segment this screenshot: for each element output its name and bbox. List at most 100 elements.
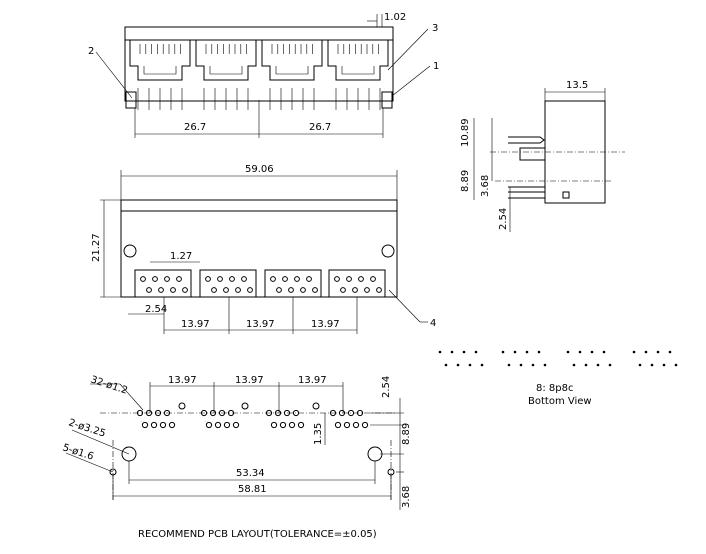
front-pin-upper xyxy=(217,276,223,282)
front-pin-blocks xyxy=(134,269,386,298)
top-body-outline xyxy=(124,26,394,102)
pcb-hole-pattern xyxy=(136,402,369,429)
front-pin-lower xyxy=(235,287,241,293)
bottom-dot-upper xyxy=(450,350,454,354)
dim-pin-pitch-label: 1.27 xyxy=(170,251,192,262)
front-left-boss xyxy=(123,244,137,258)
side-pins xyxy=(508,186,545,199)
front-pin-lower xyxy=(223,287,229,293)
front-pin-block xyxy=(264,269,322,298)
pcb-dim-bottom-offset-label: 3.68 xyxy=(401,486,412,508)
pcb-hole-note-3: 5-ø1.6 xyxy=(61,442,95,462)
front-pin-upper xyxy=(346,276,352,282)
front-view: 59.06 21.27 1.27 2.54 13.97 13.97 13.97 … xyxy=(91,164,436,334)
callout-4-leader xyxy=(388,289,421,323)
front-pin-upper xyxy=(205,276,211,282)
top-view: 1.02 26.7 26.7 2 3 1 xyxy=(88,12,439,138)
pcb-mount-hole-right xyxy=(367,446,383,462)
dim-pin-spacing-label: 2.54 xyxy=(498,208,509,230)
pcb-dim-port-2-label: 13.97 xyxy=(235,375,264,386)
dim-body-height-label: 8.89 xyxy=(460,170,471,192)
front-pin-upper xyxy=(152,276,158,282)
front-pin-lower xyxy=(352,287,358,293)
front-right-boss xyxy=(381,244,395,258)
pcb-led-hole xyxy=(312,402,320,410)
pcb-signal-hole xyxy=(159,421,167,429)
bottom-dot-upper xyxy=(474,350,478,354)
callout-1-label: 1 xyxy=(433,61,439,72)
front-pin-upper xyxy=(176,276,182,282)
front-pin-upper xyxy=(370,276,376,282)
note-leader xyxy=(119,383,144,411)
note-leader xyxy=(65,452,114,473)
front-pin-lower xyxy=(340,287,346,293)
bottom-dot-lower xyxy=(638,363,642,367)
bottom-dot-lower xyxy=(480,363,484,367)
pcb-signal-hole xyxy=(361,421,369,429)
front-body-outline xyxy=(120,199,398,298)
top-port-latch xyxy=(143,66,177,75)
front-pin-block xyxy=(199,269,257,298)
bottom-dot-lower xyxy=(456,363,460,367)
bottom-dot-upper xyxy=(602,350,606,354)
bottom-dot-lower xyxy=(572,363,576,367)
bottom-dot-upper xyxy=(462,350,466,354)
dim-depth-label: 13.5 xyxy=(566,80,588,91)
front-pin-lower xyxy=(247,287,253,293)
bottom-dot-lower xyxy=(596,363,600,367)
front-pin-upper xyxy=(282,276,288,282)
front-pin-upper xyxy=(241,276,247,282)
pcb-dim-row-offset-label: 1.35 xyxy=(313,423,324,445)
pcb-signal-hole xyxy=(223,421,231,429)
front-pin-lower xyxy=(364,287,370,293)
pcb-hole-note-1: 32-ø1.2 xyxy=(89,374,129,396)
bottom-dot-upper xyxy=(668,350,672,354)
bottom-view: 8: 8p8c Bottom View xyxy=(438,350,678,407)
pcb-led-hole xyxy=(178,402,186,410)
pcb-layout-caption: RECOMMEND PCB LAYOUT(TOLERANCE=±0.05) xyxy=(138,529,377,540)
pcb-signal-hole xyxy=(141,421,149,429)
dim-port-3-label: 13.97 xyxy=(311,319,340,330)
bottom-dot-upper xyxy=(525,350,529,354)
front-pin-upper xyxy=(229,276,235,282)
dim-left-pair-label: 26.7 xyxy=(184,122,206,133)
pcb-dim-port-3-label: 13.97 xyxy=(298,375,327,386)
front-pin-upper xyxy=(306,276,312,282)
pcb-dim-mount-offset-label: 8.89 xyxy=(401,423,412,445)
dim-width-label: 59.06 xyxy=(245,164,274,175)
pcb-dim-port-1-label: 13.97 xyxy=(168,375,197,386)
bottom-dot-lower xyxy=(507,363,511,367)
pcb-signal-hole xyxy=(150,421,158,429)
top-port-outline xyxy=(327,39,389,81)
top-right-tab xyxy=(381,91,393,109)
pcb-dim-row-pitch-label: 2.54 xyxy=(381,376,392,398)
front-pin-lower xyxy=(312,287,318,293)
bottom-dot-lower xyxy=(674,363,678,367)
pcb-signal-hole xyxy=(168,421,176,429)
bottom-view-pin-pattern xyxy=(438,350,678,367)
top-port-latch xyxy=(341,66,375,75)
front-pin-lower xyxy=(158,287,164,293)
front-pin-block xyxy=(134,269,192,298)
bottom-dot-lower xyxy=(650,363,654,367)
dim-height-label: 21.27 xyxy=(91,233,102,262)
pcb-layout: 32-ø1.2 2-ø3.25 5-ø1.6 13.97 13.97 13.97… xyxy=(61,374,412,540)
front-pin-lower xyxy=(300,287,306,293)
front-pin-upper xyxy=(270,276,276,282)
bottom-view-title: Bottom View xyxy=(528,396,592,407)
bottom-dot-upper xyxy=(566,350,570,354)
pcb-led-hole xyxy=(241,402,249,410)
side-view: 13.5 10.89 8.89 3.68 2.54 xyxy=(460,80,625,232)
pcb-signal-hole xyxy=(279,421,287,429)
front-pin-block xyxy=(328,269,386,298)
callout-3-leader xyxy=(387,28,429,71)
dim-led-height-label: 10.89 xyxy=(460,118,471,147)
pcb-signal-hole xyxy=(270,421,278,429)
note-leader xyxy=(71,429,130,455)
dim-row-offset-label: 2.54 xyxy=(145,304,167,315)
pcb-dim-mount-span-label: 53.34 xyxy=(236,468,265,479)
front-pin-upper xyxy=(140,276,146,282)
top-port-outline xyxy=(261,39,323,81)
front-pin-lower xyxy=(182,287,188,293)
